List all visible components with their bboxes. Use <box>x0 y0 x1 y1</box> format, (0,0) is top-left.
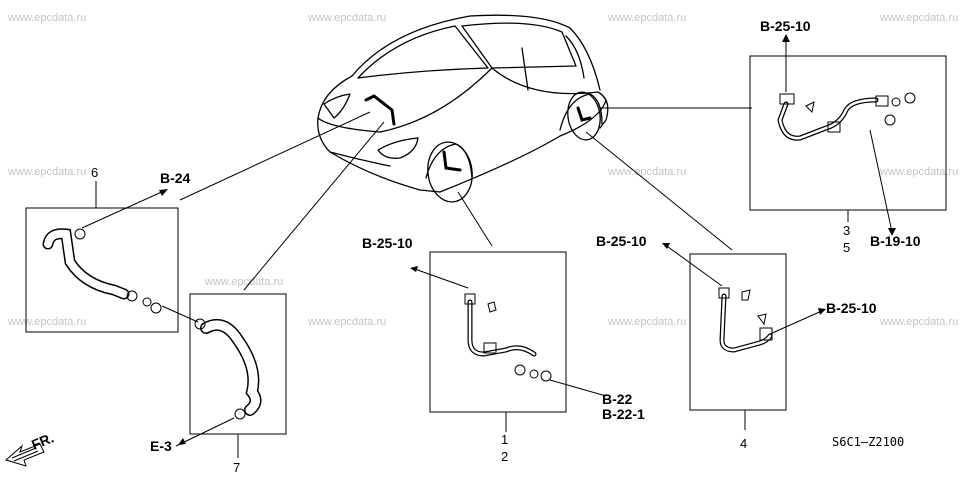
part-box-4[interactable] <box>689 253 787 411</box>
front-wheel-hose-marker <box>442 150 462 172</box>
part-box-7[interactable] <box>189 293 287 435</box>
part-number-2: 2 <box>501 449 508 464</box>
part-number-6: 6 <box>91 165 98 180</box>
part-number-7: 7 <box>233 460 240 475</box>
watermark-text: www.epcdata.ru <box>607 166 686 178</box>
watermarks: www.epcdata.ru www.epcdata.ru www.epcdat… <box>7 12 958 328</box>
part-box-3-5[interactable] <box>749 55 947 211</box>
callout-top-right-b25[interactable]: B-25-10 <box>760 18 811 34</box>
callout-middle-b25[interactable]: B-25-10 <box>362 235 413 251</box>
watermark-text: www.epcdata.ru <box>307 12 386 24</box>
rear-wheel-hose-marker <box>576 106 592 122</box>
front-hose-marker <box>364 94 396 126</box>
callout-b24[interactable]: B-24 <box>160 170 191 186</box>
car-illustration <box>317 14 609 203</box>
part-box-6[interactable] <box>25 207 179 333</box>
watermark-text: www.epcdata.ru <box>879 12 958 24</box>
part-number-3: 3 <box>843 223 850 238</box>
callout-e3[interactable]: E-3 <box>150 438 172 454</box>
callout-b22-1[interactable]: B-22-1 <box>602 406 645 422</box>
watermark-text: www.epcdata.ru <box>307 316 386 328</box>
callout-b22[interactable]: B-22 <box>602 391 633 407</box>
part-number-4: 4 <box>740 436 747 451</box>
watermark-text: www.epcdata.ru <box>607 316 686 328</box>
callout-box4-right-b25[interactable]: B-25-10 <box>826 300 877 316</box>
car-part-markers <box>364 94 592 172</box>
watermark-text: www.epcdata.ru <box>7 12 86 24</box>
front-arrow-icon <box>4 443 45 467</box>
diagram-code: S6C1—Z2100 <box>832 435 904 449</box>
watermark-text: www.epcdata.ru <box>607 12 686 24</box>
callout-box4-left-b25[interactable]: B-25-10 <box>596 233 647 249</box>
front-label: FR. <box>29 429 56 452</box>
leader-lines <box>179 107 752 291</box>
part-box-1-2[interactable] <box>429 251 567 413</box>
watermark-text: www.epcdata.ru <box>204 276 283 288</box>
watermark-text: www.epcdata.ru <box>879 166 958 178</box>
watermark-text: www.epcdata.ru <box>879 316 958 328</box>
part-number-1: 1 <box>501 432 508 447</box>
watermark-text: www.epcdata.ru <box>7 316 86 328</box>
watermark-text: www.epcdata.ru <box>7 166 86 178</box>
callout-b19[interactable]: B-19-10 <box>870 233 921 249</box>
part-number-5: 5 <box>843 240 850 255</box>
